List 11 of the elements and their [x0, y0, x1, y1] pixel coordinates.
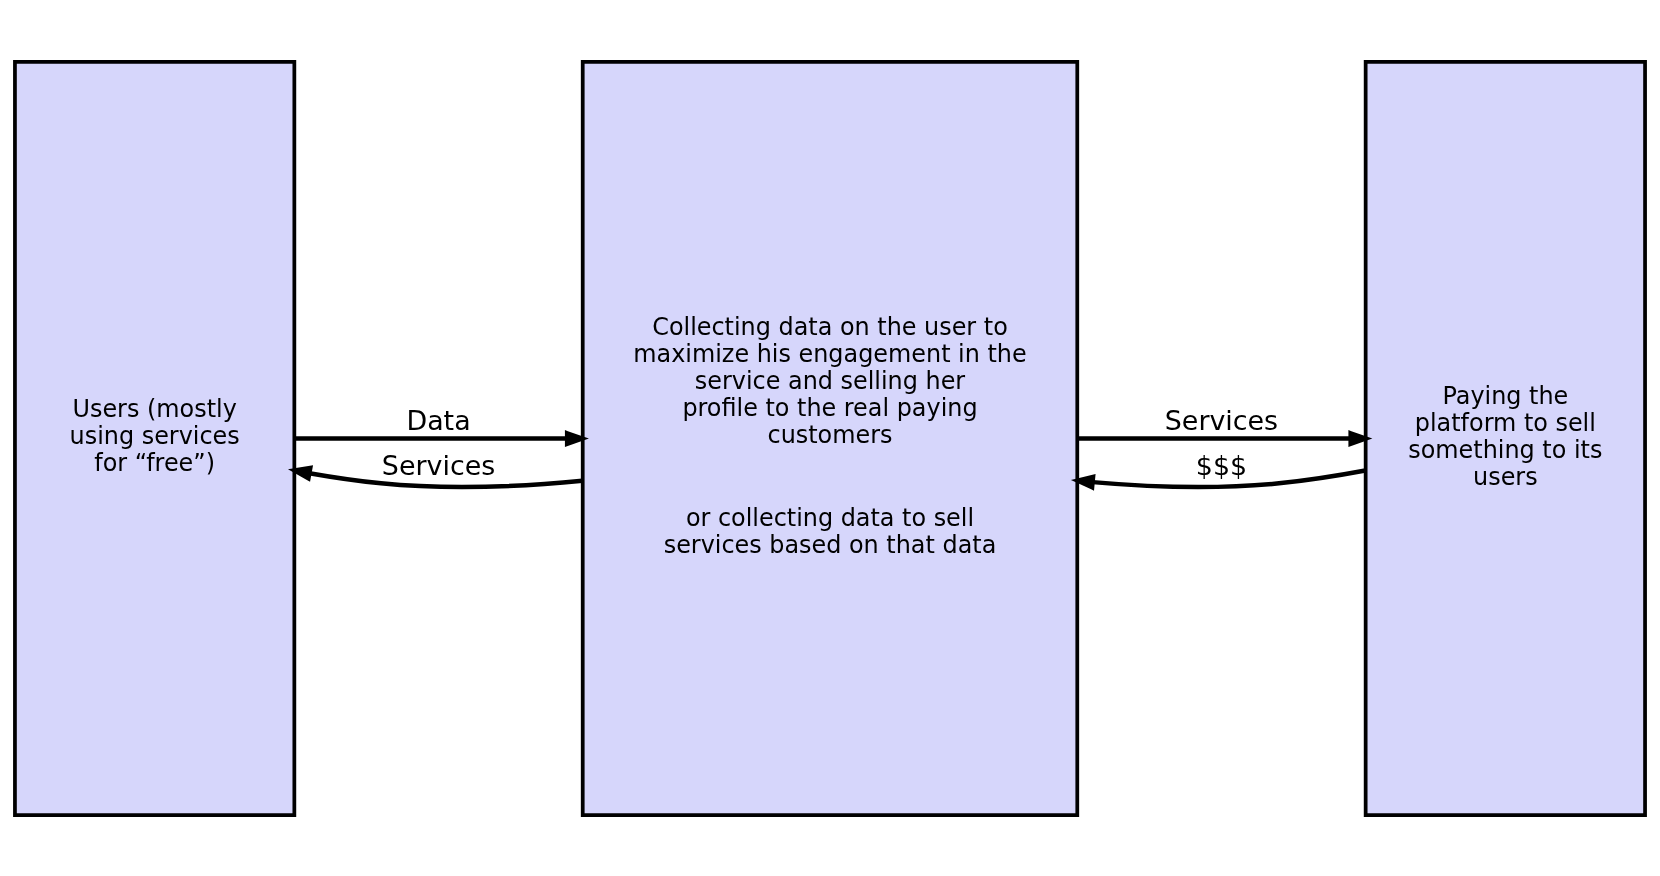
arrow: [294, 429, 589, 447]
arrow: [1070, 467, 1366, 491]
edge-label: $$$: [1195, 449, 1248, 481]
arrow: [1077, 429, 1373, 447]
edge-label: Services: [381, 449, 496, 481]
node-box: Collecting data on the user to maximize his engagement in the service and selling her profile to the real paying customers or collecting data to sell services based on that data: [580, 59, 1080, 817]
edge-label: Services: [1164, 404, 1279, 436]
node-box: Users (mostly using services for “free”): [13, 59, 297, 817]
node-box: Paying the platform to sell something to its users: [1363, 59, 1647, 817]
arrow: [288, 464, 583, 489]
edge-label: Data: [406, 404, 471, 436]
